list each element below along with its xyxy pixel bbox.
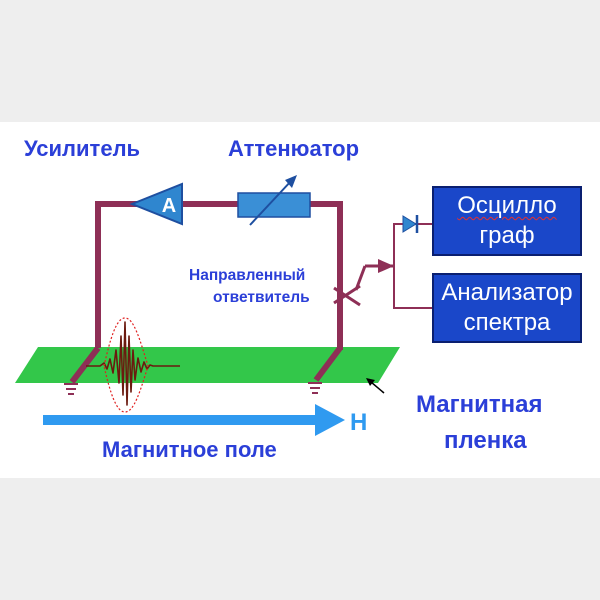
field-arrow-head-icon [315, 404, 345, 436]
analyzer-wire [393, 266, 432, 309]
coupler-arrowhead-icon [378, 259, 394, 273]
osc-wire [393, 223, 432, 266]
film-pointer-arrowhead-icon [366, 378, 375, 386]
spectrum-analyzer-label-line1: Анализатор [441, 279, 573, 306]
film-label-line2: пленка [444, 427, 527, 454]
circuit-wire [95, 201, 343, 350]
spectrum-analyzer-box: Анализатор спектра [432, 273, 582, 343]
coupler-branch-up [354, 265, 367, 291]
coupler-label-line1: Направленный [189, 267, 306, 284]
amplifier-icon [129, 182, 183, 226]
oscilloscope-box: Осцилло граф [432, 186, 582, 256]
signal-envelope [103, 317, 149, 413]
field-arrow-label: H [350, 409, 367, 436]
magnetic-film [15, 347, 400, 383]
attenuator-icon [237, 192, 311, 218]
coupler-label-line2: ответвитель [213, 289, 310, 306]
amplifier-label: Усилитель [24, 136, 141, 161]
ground-icon-left [64, 383, 78, 395]
diode-icon [402, 215, 419, 233]
attenuator-label: Аттенюатор [228, 136, 360, 161]
spectrum-analyzer-label-line2: спектра [463, 309, 551, 336]
coupler-line-1 [333, 286, 361, 307]
oscilloscope-label-line1: Осцилло [457, 192, 557, 219]
attenuator-arrowhead-icon [285, 175, 297, 188]
oscilloscope-label-line2: граф [479, 222, 535, 249]
input-antenna-lead [69, 346, 101, 384]
output-antenna-lead [313, 346, 343, 382]
signal-wave-packet [86, 321, 180, 406]
amplifier-symbol: A [162, 195, 176, 217]
film-pointer-line [370, 381, 385, 394]
attenuator-variable-arrow [249, 179, 293, 226]
field-label: Магнитное поле [102, 437, 277, 462]
film-label-line1: Магнитная [416, 391, 543, 418]
ground-icon-right [308, 382, 322, 394]
